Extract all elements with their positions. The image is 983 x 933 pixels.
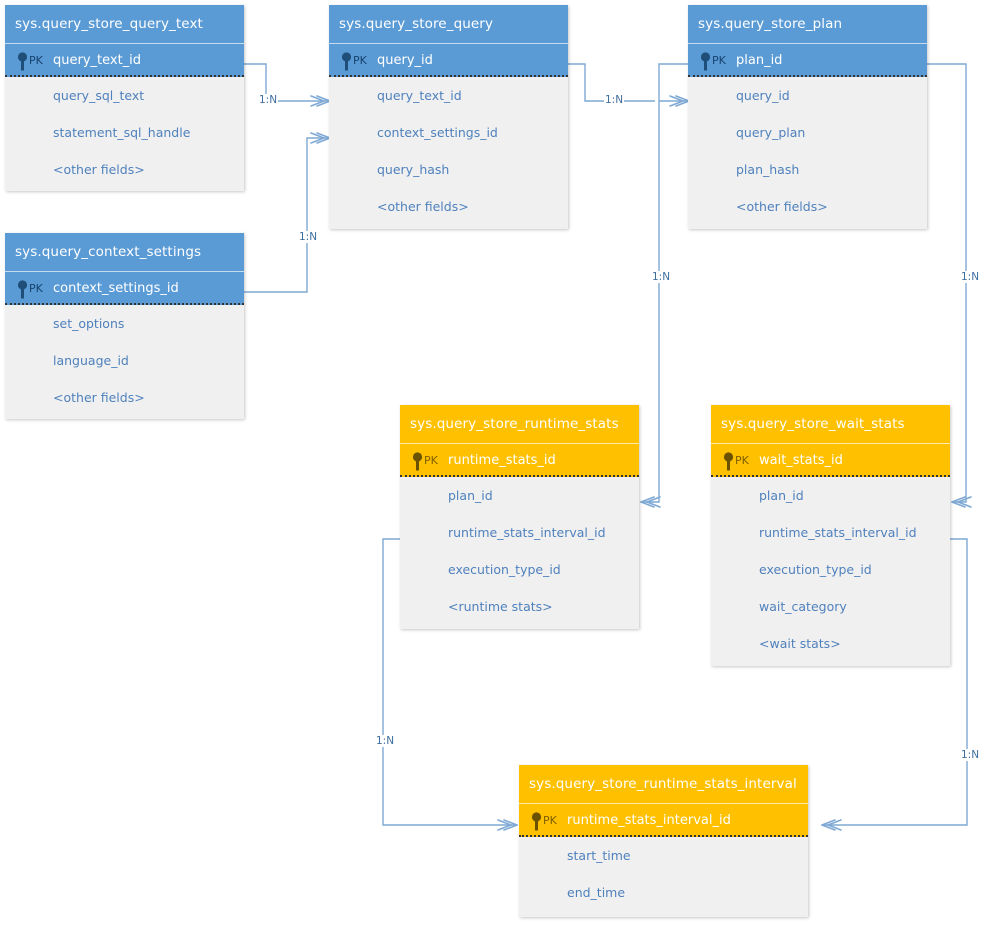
entity-fields: set_options language_id <other fields> [5, 305, 244, 416]
entity-query-context-settings[interactable]: sys.query_context_settings PK context_se… [5, 233, 244, 419]
key-icon [412, 452, 423, 471]
pk-field-name: runtime_stats_interval_id [567, 813, 731, 828]
entity-query-store-runtime-stats-interval[interactable]: sys.query_store_runtime_stats_interval P… [519, 765, 808, 917]
connector-plan-to-runtime-stats [641, 63, 689, 503]
field-row: query_text_id [377, 88, 462, 103]
entity-title: sys.query_store_runtime_stats_interval [519, 765, 808, 803]
crowfoot-query-to-plan [669, 95, 690, 107]
entity-pk-row: PK runtime_stats_id [400, 443, 639, 477]
key-icon [17, 280, 28, 299]
entity-fields: query_id query_plan plan_hash <other fie… [688, 77, 927, 225]
pk-label: PK [29, 282, 43, 295]
entity-fields: plan_id runtime_stats_interval_id execut… [711, 477, 950, 662]
key-icon [531, 812, 542, 831]
field-row: start_time [567, 848, 631, 863]
field-row: <other fields> [377, 199, 469, 214]
key-icon [723, 452, 734, 471]
entity-fields: start_time end_time [519, 837, 808, 911]
pk-label: PK [735, 454, 749, 467]
field-row: language_id [53, 353, 129, 368]
pk-field-name: runtime_stats_id [448, 453, 556, 468]
field-row: <runtime stats> [448, 599, 553, 614]
cardinality-label-query-text-to-query: 1:N [258, 94, 279, 106]
field-row: <other fields> [736, 199, 828, 214]
entity-query-store-query-text[interactable]: sys.query_store_query_text PK query_text… [5, 5, 244, 191]
entity-query-store-query[interactable]: sys.query_store_query PK query_id query_… [329, 5, 568, 229]
field-row: set_options [53, 316, 125, 331]
entity-title: sys.query_store_wait_stats [711, 405, 950, 443]
connector-context-settings-to-query [244, 137, 330, 293]
entity-pk-row: PK plan_id [688, 43, 927, 77]
entity-pk-row: PK query_text_id [5, 43, 244, 77]
cardinality-label-plan-to-wait-stats: 1:N [960, 271, 981, 283]
field-row: runtime_stats_interval_id [448, 525, 606, 540]
pk-field-name: query_id [377, 53, 433, 68]
key-icon [700, 52, 711, 71]
key-icon [341, 52, 352, 71]
cardinality-label-plan-to-runtime-stats: 1:N [651, 271, 672, 283]
entity-fields: query_text_id context_settings_id query_… [329, 77, 568, 225]
pk-label: PK [543, 814, 557, 827]
key-icon [17, 52, 28, 71]
crowfoot-plan-to-runtime-stats [640, 496, 661, 508]
entity-query-store-wait-stats[interactable]: sys.query_store_wait_stats PK wait_stats… [711, 405, 950, 666]
field-row: wait_category [759, 599, 847, 614]
entity-title: sys.query_store_query [329, 5, 568, 43]
crowfoot-query-text-to-query [310, 95, 331, 107]
field-row: context_settings_id [377, 125, 498, 140]
field-row: query_hash [377, 162, 450, 177]
entity-query-store-runtime-stats[interactable]: sys.query_store_runtime_stats PK runtime… [400, 405, 639, 629]
crowfoot-interval-to-runtime-stats [497, 819, 518, 831]
crowfoot-plan-to-wait-stats [951, 496, 972, 508]
cardinality-label-context-settings-to-query: 1:N [298, 231, 319, 243]
pk-label: PK [29, 54, 43, 67]
pk-field-name: context_settings_id [53, 281, 179, 296]
entity-pk-row: PK context_settings_id [5, 271, 244, 305]
entity-title: sys.query_store_query_text [5, 5, 244, 43]
pk-label: PK [712, 54, 726, 67]
field-row: <other fields> [53, 162, 145, 177]
field-row: execution_type_id [448, 562, 561, 577]
crowfoot-context-settings-to-query [310, 132, 331, 144]
entity-fields: query_sql_text statement_sql_handle <oth… [5, 77, 244, 188]
cardinality-label-interval-to-runtime-stats: 1:N [375, 735, 396, 747]
cardinality-label-query-to-plan: 1:N [604, 94, 625, 106]
pk-field-name: query_text_id [53, 53, 142, 68]
entity-pk-row: PK wait_stats_id [711, 443, 950, 477]
pk-label: PK [424, 454, 438, 467]
entity-fields: plan_id runtime_stats_interval_id execut… [400, 477, 639, 625]
field-row: query_sql_text [53, 88, 145, 103]
crowfoot-interval-to-wait-stats [821, 819, 842, 831]
field-row: plan_hash [736, 162, 800, 177]
entity-query-store-plan[interactable]: sys.query_store_plan PK plan_id query_id… [688, 5, 927, 229]
pk-field-name: plan_id [736, 53, 783, 68]
pk-label: PK [353, 54, 367, 67]
field-row: execution_type_id [759, 562, 872, 577]
field-row: plan_id [448, 488, 493, 503]
entity-pk-row: PK query_id [329, 43, 568, 77]
field-row: query_id [736, 88, 790, 103]
entity-title: sys.query_store_plan [688, 5, 927, 43]
entity-title: sys.query_context_settings [5, 233, 244, 271]
field-row: <wait stats> [759, 636, 841, 651]
field-row: query_plan [736, 125, 806, 140]
field-row: statement_sql_handle [53, 125, 191, 140]
field-row: <other fields> [53, 390, 145, 405]
field-row: runtime_stats_interval_id [759, 525, 917, 540]
connector-query-text-to-query [244, 63, 330, 102]
pk-field-name: wait_stats_id [759, 453, 843, 468]
field-row: end_time [567, 885, 626, 900]
entity-title: sys.query_store_runtime_stats [400, 405, 639, 443]
cardinality-label-interval-to-wait-stats: 1:N [960, 749, 981, 761]
field-row: plan_id [759, 488, 804, 503]
entity-pk-row: PK runtime_stats_interval_id [519, 803, 808, 837]
